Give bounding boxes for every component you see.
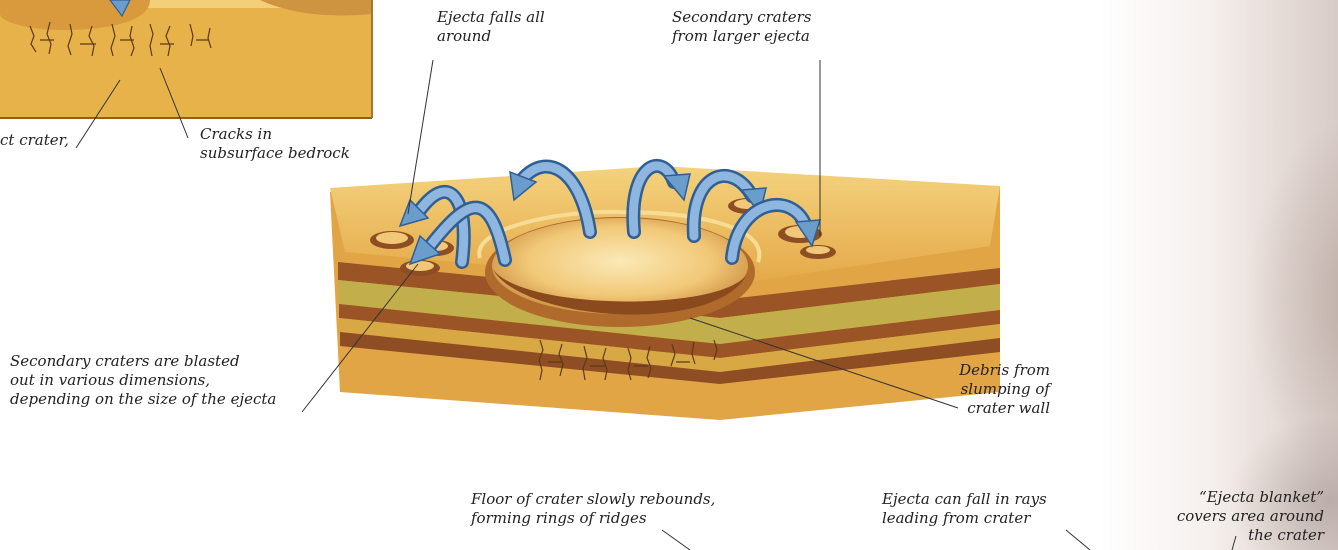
label-line: from larger ejecta	[672, 27, 812, 46]
label-line: Floor of crater slowly rebounds,	[471, 490, 715, 509]
stage1-block	[0, 0, 372, 118]
label-line: out in various dimensions,	[10, 371, 276, 390]
impact-crater-label: ct crater,	[0, 131, 69, 150]
label-line: slumping of	[959, 380, 1050, 399]
label-line: Secondary craters	[672, 8, 812, 27]
label-line: covers area around	[1177, 507, 1324, 526]
ejecta-rays-label: Ejecta can fall in rays leading from cra…	[882, 490, 1047, 528]
label-line: around	[437, 27, 545, 46]
label-line: subsurface bedrock	[200, 144, 350, 163]
label-line: the crater	[1177, 526, 1324, 545]
label-line: ct crater,	[0, 131, 69, 150]
label-line: Ejecta falls all	[437, 8, 545, 27]
ejecta-falls-label: Ejecta falls all around	[437, 8, 545, 46]
label-line: forming rings of ridges	[471, 509, 715, 528]
label-line: Ejecta can fall in rays	[882, 490, 1047, 509]
secondary-craters-larger-label: Secondary craters from larger ejecta	[672, 8, 812, 46]
label-line: Secondary craters are blasted	[10, 352, 276, 371]
label-line: crater wall	[959, 399, 1050, 418]
label-line: “Ejecta blanket”	[1177, 488, 1324, 507]
label-line: Cracks in	[200, 125, 350, 144]
label-line: leading from crater	[882, 509, 1047, 528]
label-line: Debris from	[959, 361, 1050, 380]
cracks-bedrock-label: Cracks in subsurface bedrock	[200, 125, 350, 163]
secondary-craters-blasted-label: Secondary craters are blasted out in var…	[10, 352, 276, 409]
ejecta-blanket-label: “Ejecta blanket” covers area around the …	[1177, 488, 1324, 545]
floor-rebounds-label: Floor of crater slowly rebounds, forming…	[471, 490, 715, 528]
debris-slumping-label: Debris from slumping of crater wall	[959, 361, 1050, 418]
label-line: depending on the size of the ejecta	[10, 390, 276, 409]
